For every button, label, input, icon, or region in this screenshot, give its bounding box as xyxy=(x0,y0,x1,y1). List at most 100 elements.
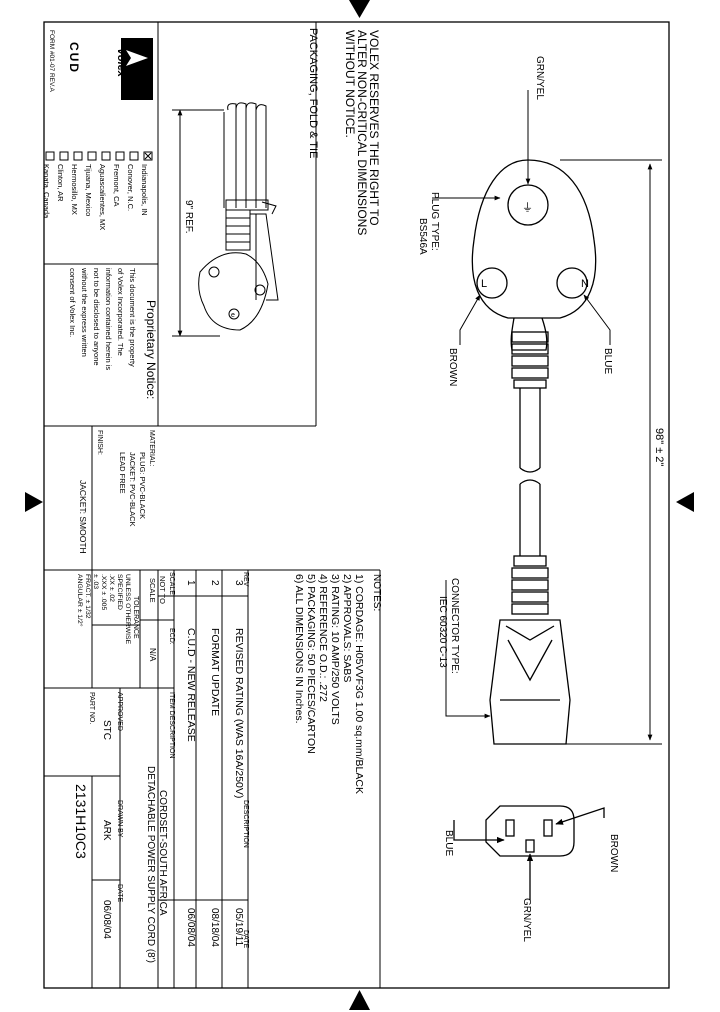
note-item: 1) CORDAGE: H05VVF3G 1.00 sq.mm/BLACK xyxy=(353,574,365,794)
material-label: MATERIAL: xyxy=(148,430,155,466)
revision-date: 08/18/04 xyxy=(209,908,220,947)
notes-block: NOTES: 1) CORDAGE: H05VVF3G 1.00 sq.mm/BL… xyxy=(293,574,382,794)
notes-title: NOTES: xyxy=(371,574,382,611)
proprietary-line: not to be disclosed to anyone xyxy=(92,268,101,366)
note-item: 3) RATING: 10 AMP/250 VOLTS xyxy=(329,574,341,725)
location-checkbox xyxy=(115,151,125,161)
material-line: JACKET: PVC-BLACK xyxy=(128,452,137,527)
revision-description: C.U.D - NEW RELEASE xyxy=(185,628,197,742)
check-mark-icon xyxy=(144,152,152,160)
division-text: CUD xyxy=(67,42,81,74)
revision-header-description: DESCRIPTION xyxy=(242,800,249,848)
live-pin-letter: L xyxy=(481,278,487,290)
note-item: 2) APPROVALS: SABS xyxy=(341,574,353,682)
item-description-line2: DETACHABLE POWER SUPPLY CORD (8') xyxy=(145,766,156,963)
material-line: PLUG: PVC-BLACK xyxy=(138,452,147,519)
revision-header-date: DATE xyxy=(242,930,249,948)
tolerance-line: .XXX ± .005 xyxy=(100,574,107,610)
location-name: Clinton, AR xyxy=(56,164,65,202)
part-number-value: 2131H10C3 xyxy=(73,784,89,859)
disclaimer-line: ALTER NON-CRITICAL DIMENSIONS xyxy=(355,30,369,235)
approved-value: STC xyxy=(101,720,112,740)
center-mark-right xyxy=(676,492,694,512)
revision-description: FORMAT UPDATE xyxy=(209,628,221,716)
connector-type-label: CONNECTOR TYPE: xyxy=(449,578,460,674)
cord-length-dim: 98" ± 2" xyxy=(653,428,665,466)
scale-label: SCALE: xyxy=(168,572,175,597)
drawn-label: DRAWN BY xyxy=(116,800,123,838)
bs546a-plug xyxy=(471,159,597,745)
disclaimer-line: VOLEX RESERVES THE RIGHT TO xyxy=(367,30,381,226)
location-name: Tijuana, Mexico xyxy=(84,164,93,216)
location-checkbox xyxy=(73,151,83,161)
tolerance-line: FRACT. ± 1/32 xyxy=(84,574,91,619)
revision-date: 06/08/04 xyxy=(185,908,196,947)
proprietary-line: This document is the property xyxy=(128,268,137,367)
revision-description: REVISED RATING (WAS 16A/250V) xyxy=(233,628,245,798)
tolerance-line: ANGULAR ± 1/2° xyxy=(76,574,84,627)
disclaimer-line: WITHOUT NOTICE. xyxy=(343,30,357,138)
ecd-label: ECD: xyxy=(168,628,175,645)
plug-neutral-label: BLUE xyxy=(602,348,613,374)
connector-type-value: IEC 60320 C-13 xyxy=(437,596,448,668)
location-name: Aguascalientes, MX xyxy=(98,164,107,230)
proprietary-notice: Proprietary Notice: xyxy=(144,300,158,399)
plug-earth-label: GRN/YEL xyxy=(534,56,545,100)
title-date-label: DATE xyxy=(116,884,123,902)
location-checkbox xyxy=(45,151,55,161)
note-item: 4) REFERENCE O.D.: .272 xyxy=(317,574,329,702)
center-mark-bottom xyxy=(349,990,370,1010)
revision-date: 05/19/11 xyxy=(233,908,244,947)
plug-type-value: BS546A xyxy=(417,218,428,255)
finish-label: FINISH: xyxy=(96,430,103,455)
plug-live-label: BROWN xyxy=(447,348,458,386)
tolerance-line: .XX ± .02 xyxy=(108,574,115,602)
finish-value: JACKET: SMOOTH xyxy=(78,480,88,554)
note-item: 5) PACKAGING: 50 PIECES/CARTON xyxy=(305,574,317,754)
revision-number: 2 xyxy=(209,580,220,586)
connector-left-label: BLUE xyxy=(443,830,454,856)
connector-right-label: BROWN xyxy=(608,834,619,872)
proprietary-line: information contained herein is xyxy=(104,268,113,370)
approved-label: APPROVED xyxy=(116,692,123,731)
location-name: Conover, N.C. xyxy=(126,164,135,211)
c13-connector-face xyxy=(453,805,605,900)
title-block: SCALE:NOT TOSCALEECD:N/ATOLERANCEUNLESS … xyxy=(73,572,175,963)
neutral-pin-letter: N xyxy=(581,278,589,290)
location-checkbox xyxy=(101,151,111,161)
tolerance-line: SPECIFIED xyxy=(116,574,123,610)
item-description-line1: CORDSET-SOUTH AFRICA xyxy=(157,790,168,916)
part-number-label: PART NO. xyxy=(88,692,95,724)
location-checkbox xyxy=(59,151,69,161)
scale-value: NOT TO xyxy=(158,576,167,604)
revision-number: 3 xyxy=(233,580,244,586)
tolerance-title: TOLERANCE xyxy=(132,596,139,639)
logo-text: Volex xyxy=(115,48,127,78)
connector-bottom-label: GRN/YEL xyxy=(521,898,532,942)
form-number: FORM #01-07 REV.A xyxy=(48,30,55,93)
note-item: 6) ALL DIMENSIONS IN Inches. xyxy=(293,574,305,724)
packaging-title: PACKAGING, FOLD & TIE xyxy=(307,28,319,158)
location-checkbox xyxy=(129,151,139,161)
location-name: Indianapolis, IN xyxy=(140,164,149,216)
revision-number: 1 xyxy=(185,580,196,586)
packaging-ref-dim: 9" REF. xyxy=(183,200,194,234)
svg-text:e: e xyxy=(231,312,235,319)
earth-symbol: ⏚ xyxy=(522,201,533,214)
proprietary-line: without the express written xyxy=(80,267,89,357)
packaging-drawing: e xyxy=(172,102,279,337)
center-mark-left xyxy=(25,492,43,512)
location-name: Hermosillo, MX xyxy=(70,164,79,215)
center-mark-top xyxy=(349,0,370,18)
location-checkbox xyxy=(143,151,153,161)
material-line: LEAD FREE xyxy=(118,452,127,494)
location-name: Fremont, CA xyxy=(112,164,121,207)
proprietary-title: Proprietary Notice: xyxy=(144,300,158,399)
plug-type-label: PLUG TYPE: xyxy=(429,192,440,251)
location-checkbox xyxy=(87,151,97,161)
